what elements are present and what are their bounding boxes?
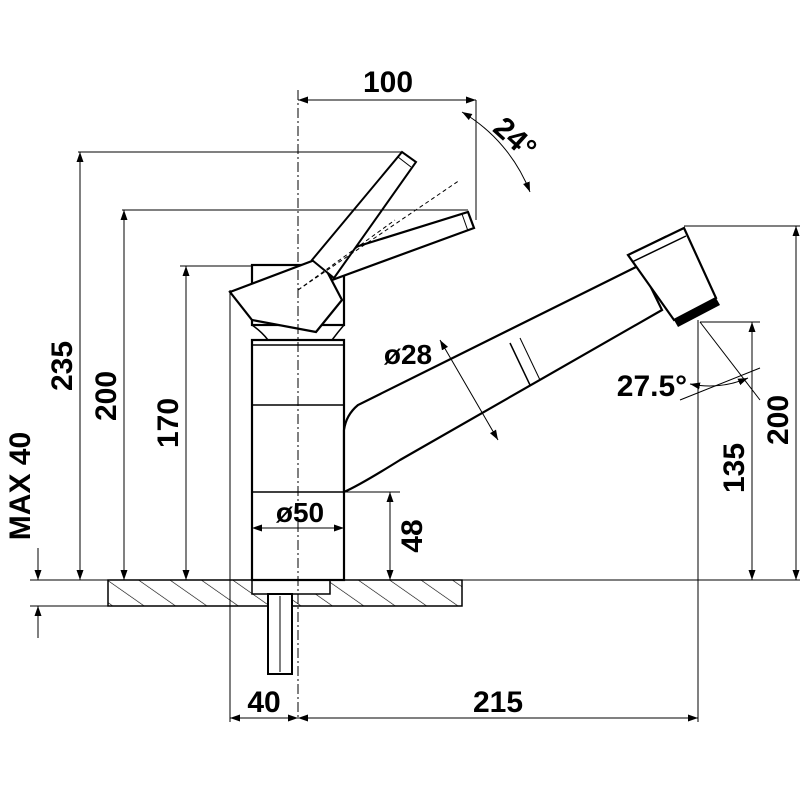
mounting-shank [251,579,331,675]
label-40-bottom: 40 [247,686,280,719]
label-dia-28: ø28 [384,339,432,370]
label-max-40: MAX 40 [4,432,37,540]
label-24-deg: 24° [487,111,543,166]
spray-head [626,226,720,327]
label-48: 48 [396,519,429,552]
dimension-lines [34,96,800,722]
center-lines [297,90,461,720]
label-100: 100 [363,66,413,99]
label-235: 235 [46,341,79,391]
label-27-5-deg: 27.5° [617,370,687,403]
lever [228,150,476,334]
label-170: 170 [152,398,185,448]
label-200-left: 200 [90,371,123,421]
label-200-right: 200 [762,395,795,445]
label-135: 135 [718,443,751,493]
label-dia-50: ø50 [276,497,324,528]
label-215: 215 [473,686,523,719]
spout [342,263,664,494]
worktop [30,579,800,607]
